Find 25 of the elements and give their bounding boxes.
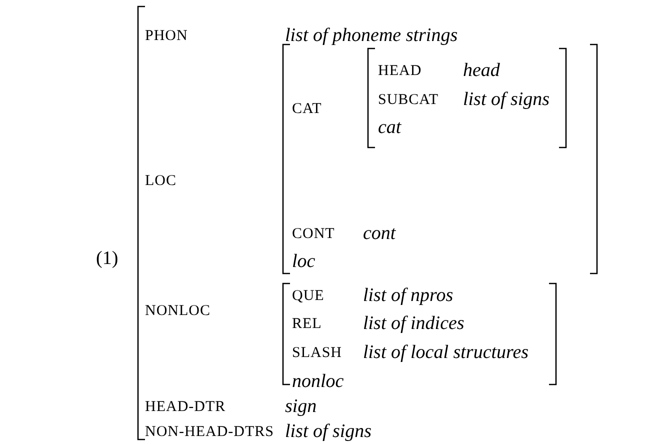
feature-name: SLASH bbox=[292, 346, 342, 361]
feature-value: list of indices bbox=[363, 314, 464, 333]
feature-value: list of local structures bbox=[363, 343, 529, 362]
feature-value: list of signs bbox=[285, 422, 372, 441]
type-label: loc bbox=[292, 252, 316, 271]
feature-name: NON-HEAD-DTRS bbox=[145, 425, 274, 440]
example-number: (1) bbox=[96, 249, 118, 268]
type-label: cat bbox=[378, 118, 402, 137]
feature-value: sign bbox=[285, 397, 317, 416]
feature-name: CAT bbox=[292, 102, 322, 117]
feature-name: PHON bbox=[145, 29, 188, 44]
feature-name: SUBCAT bbox=[378, 93, 439, 108]
feature-name: CONT bbox=[292, 227, 335, 242]
feature-value: list of phoneme strings bbox=[285, 26, 458, 45]
feature-value: list of npros bbox=[363, 286, 454, 305]
type-label: nonloc bbox=[292, 372, 344, 391]
feature-value: head bbox=[463, 61, 500, 80]
feature-value: list of signs bbox=[463, 90, 550, 109]
feature-name: NONLOC bbox=[145, 304, 210, 319]
feature-name: LOC bbox=[145, 174, 176, 189]
feature-name: QUE bbox=[292, 289, 324, 304]
feature-name: HEAD-DTR bbox=[145, 400, 226, 415]
feature-name: HEAD bbox=[378, 64, 422, 79]
feature-name: REL bbox=[292, 317, 322, 332]
feature-value: cont bbox=[363, 224, 396, 243]
